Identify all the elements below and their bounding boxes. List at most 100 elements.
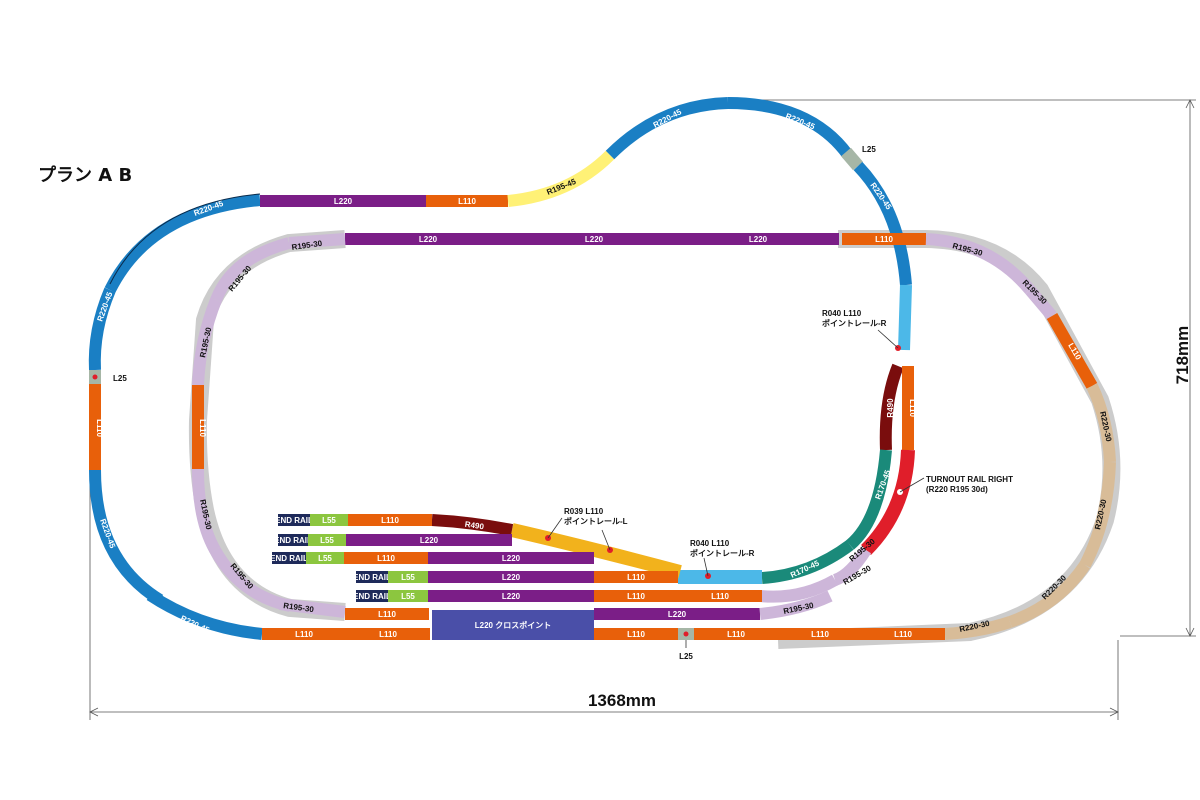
inner-right-r220a	[1086, 383, 1116, 463]
height-label: 718mm	[1173, 326, 1192, 385]
callout-point-r-top-2: ポイントレール-R	[822, 318, 887, 328]
siding-1-end-label: END RAIL	[275, 516, 313, 525]
inner-bottom-right-l110a	[778, 628, 862, 640]
inner-right-l110	[1046, 313, 1098, 389]
inner-top-l220c	[677, 233, 839, 245]
sidings: END RAIL L55 L110 END RAIL L55 L220 END …	[270, 514, 762, 602]
width-label: 1368mm	[588, 691, 656, 710]
siding-4-l110	[594, 571, 678, 583]
siding-1-end-rail	[278, 514, 310, 526]
outer-left-l25-label: L25	[113, 374, 127, 383]
inner-left-r195a	[210, 237, 291, 303]
junction: R040 L110 ポイントレール-R R490 L110 R170-45 R1…	[431, 284, 1013, 603]
inner-r195b	[759, 574, 838, 603]
turnout-rail-right	[860, 449, 915, 555]
siding-2-end-label: END RAIL	[274, 536, 312, 545]
outer-bottom-left-curve	[146, 589, 263, 640]
siding-4-l55-label: L55	[401, 573, 415, 582]
junction-l110	[902, 366, 914, 450]
siding-3-l220	[428, 552, 594, 564]
siding-2-end-rail	[278, 534, 308, 546]
siding-1-l55-label: L55	[322, 516, 336, 525]
inner-top-l220b-label: L220	[585, 235, 604, 244]
inner-bottom-l220-label: L220	[668, 610, 687, 619]
siding-4-l110-label: L110	[627, 573, 645, 582]
siding-5-l110a-label: L110	[627, 592, 645, 601]
outer-bottom-l110c	[594, 628, 678, 640]
point-rail-l	[510, 523, 682, 579]
siding-4-l220-label: L220	[502, 573, 521, 582]
inner-bottom-l110-label: L110	[378, 610, 396, 619]
outer-left-upper-curve	[88, 287, 116, 371]
outer-hump-left	[605, 97, 729, 160]
siding-5-end-rail	[356, 590, 388, 602]
siding-1-l110-label: L110	[381, 516, 399, 525]
siding-3-l55-label: L55	[318, 554, 332, 563]
outer-bottom-l110a-label: L110	[295, 630, 313, 639]
outer-top-l220	[260, 195, 426, 207]
junction-r490b	[431, 514, 514, 536]
point-rail-r-top	[898, 284, 912, 351]
inner-left-r195c	[192, 468, 221, 553]
siding-3-end-label: END RAIL	[270, 554, 308, 563]
inner-right-r195a	[925, 233, 1035, 294]
callout-point-l-2: ポイントレール-L	[564, 516, 628, 526]
crossing-point	[432, 610, 594, 640]
outer-bottom-l110b-label: L110	[379, 630, 397, 639]
siding-1-l55	[310, 514, 348, 526]
siding-2-l55	[308, 534, 346, 546]
outer-bottom-l110b	[346, 628, 430, 640]
siding-4-end-rail	[356, 571, 388, 583]
siding-3-l110	[344, 552, 428, 564]
inner-bottom-r195-label: R195-30	[283, 601, 315, 614]
inner-right-r220d	[944, 616, 1012, 640]
outer-top-l110	[426, 195, 508, 207]
inner-right-r195b	[1025, 286, 1057, 320]
inner-top-r195-label: R195-30	[291, 239, 323, 252]
feeder-dot	[92, 374, 98, 380]
outer-down-right	[853, 161, 912, 286]
inner-left-r195b	[192, 297, 222, 386]
junction-r490a-label: R490	[886, 398, 895, 418]
siding-4-l220	[428, 571, 594, 583]
junction-r170a	[761, 540, 854, 584]
junction-r490a	[879, 363, 904, 451]
inner-bottom-r195-right	[759, 590, 833, 620]
siding-5-l110b-label: L110	[711, 592, 729, 601]
outer-hump-right	[727, 97, 853, 159]
siding-5-end-label: END RAIL	[353, 592, 391, 601]
callout-point-r-bottom-1: R040 L110	[690, 539, 730, 548]
crossing-point-label: L220 クロスポイント	[475, 620, 551, 630]
siding-4-l55	[388, 571, 428, 583]
inner-top-l220a-label: L220	[419, 235, 438, 244]
siding-3-l110-label: L110	[377, 554, 395, 563]
siding-1-l110	[348, 514, 432, 526]
siding-3-end-rail	[272, 552, 306, 564]
point-rail-r-bottom	[678, 570, 762, 584]
outer-bottom-l110a	[262, 628, 346, 640]
inner-bottom-r195	[279, 598, 346, 618]
outer-left-l110	[89, 384, 101, 470]
inner-loop: L220 L220 L220 L110 R195-30 R195-30 R195…	[192, 233, 1116, 640]
siding-2-l55-label: L55	[320, 536, 334, 545]
inner-right-r220b	[1079, 461, 1116, 568]
feeder-dot	[683, 631, 689, 637]
outer-r195-45	[507, 150, 615, 207]
callout-turnout-2: (R220 R195 30d)	[926, 485, 988, 494]
inner-r195a	[832, 546, 872, 586]
height-dimension	[730, 99, 1196, 637]
outer-top-l220-label: L220	[334, 197, 353, 206]
callout-turnout-1: TURNOUT RAIL RIGHT	[926, 475, 1013, 484]
outer-bottom-l110c-label: L110	[627, 630, 645, 639]
inner-top-l110	[842, 233, 926, 245]
outer-left-l110-label: L110	[95, 419, 104, 437]
inner-bottom-right-l110b-label: L110	[894, 630, 912, 639]
inner-top-l110-label: L110	[875, 235, 893, 244]
callout-point-l-1: R039 L110	[564, 507, 604, 516]
siding-5-l110a	[594, 590, 678, 602]
junction-l110-label: L110	[908, 399, 917, 417]
siding-2-l220-label: L220	[420, 536, 439, 545]
siding-5-l55-label: L55	[401, 592, 415, 601]
inner-right-r220c	[1007, 561, 1090, 628]
